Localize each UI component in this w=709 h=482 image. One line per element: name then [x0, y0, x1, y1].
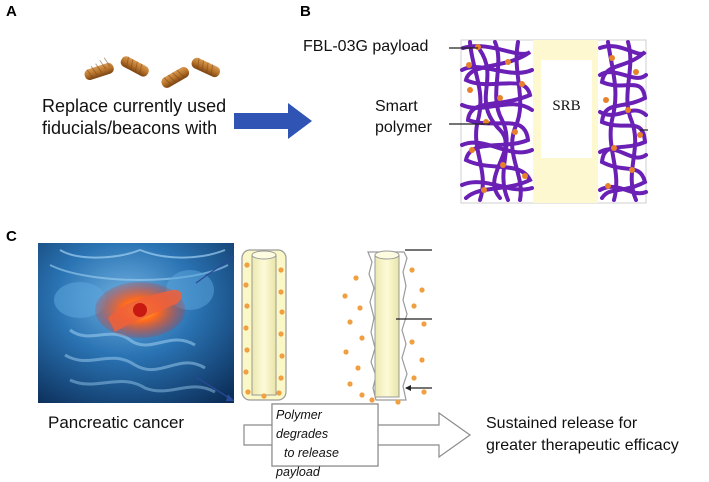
pancreas-anatomy-image: [38, 243, 234, 403]
polymer-chains-left: [460, 40, 534, 202]
pointer-arrowhead: [405, 385, 411, 391]
fiducial-marker: [120, 56, 149, 77]
process-box: [271, 403, 379, 467]
pancreatic-cancer-label: Pancreatic cancer: [48, 413, 185, 432]
process-text-line: to release: [284, 446, 339, 460]
srb-core-label-box: [541, 60, 592, 158]
process-text-line: payload: [276, 465, 320, 479]
zoom-arrowhead: [226, 394, 234, 401]
outcome-text-line: Sustained release for: [486, 415, 638, 432]
panel-a-caption: Replace currently used fiducials/beacons…: [42, 95, 226, 139]
fiducial-marker: [191, 57, 221, 78]
zoom-leader-line: [195, 255, 235, 284]
outcome-text-line: greater therapeutic efficacy: [486, 437, 679, 454]
degrading-implant-rod: [342, 250, 427, 405]
payload-particles: [466, 44, 643, 193]
panel-a-graphics: [84, 56, 312, 139]
intact-implant-rod: [241, 249, 287, 401]
arrow-right-icon: [234, 103, 312, 139]
panel-label-a: A: [6, 3, 17, 20]
panel-a-caption-line: Replace currently used: [42, 96, 227, 116]
panel-label-b: B: [300, 3, 311, 20]
smart-polymer-label-line: Smart: [375, 98, 418, 115]
polymer-chains-right: [598, 40, 648, 202]
panel-a-caption-line: fiducials/beacons with: [42, 118, 218, 138]
payload-label: FBL-03G payload: [303, 38, 429, 55]
fiducial-marker: [161, 67, 190, 88]
outcome-text: Sustained release for greater therapeuti…: [486, 413, 679, 457]
smart-polymer-label-line: polymer: [375, 119, 432, 136]
polymer-matrix-illustration: [449, 39, 648, 204]
smart-polymer-label: Smart polymer: [375, 96, 432, 138]
srb-label: SRB: [552, 98, 581, 114]
panel-c-graphics: [38, 243, 472, 467]
fiducial-marker: [84, 57, 114, 81]
process-text-line: Polymer degrades: [276, 408, 329, 441]
panel-label-c: C: [6, 228, 17, 245]
